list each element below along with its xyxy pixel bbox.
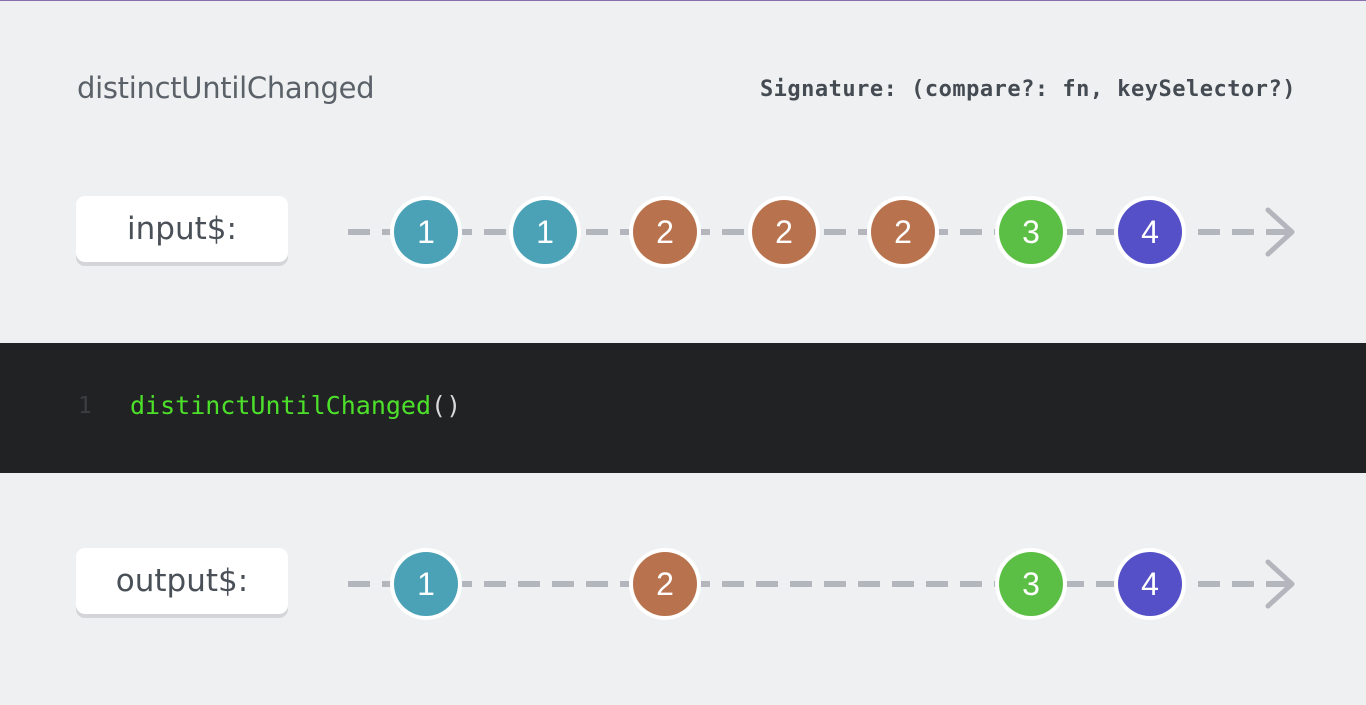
- input-marble-circle: [633, 200, 697, 264]
- output-marble-circle: [633, 552, 697, 616]
- output-marble: 2: [629, 548, 701, 620]
- output-marble-value: 2: [656, 566, 674, 602]
- code-panel: 1 distinctUntilChanged(): [0, 343, 1366, 473]
- output-marble: 1: [390, 548, 462, 620]
- output-marble-circle: [1118, 552, 1182, 616]
- code-function-name: distinctUntilChanged: [130, 391, 432, 420]
- input-marble-circle: [752, 200, 816, 264]
- output-marble-value: 4: [1141, 566, 1159, 602]
- output-marble: 4: [1114, 548, 1186, 620]
- code-line-number: 1: [78, 393, 92, 419]
- input-marble-value: 4: [1141, 214, 1159, 250]
- output-stream-label-text: output$:: [115, 563, 249, 599]
- code-parens: (): [431, 391, 462, 420]
- output-timeline: 1 2 3 4: [348, 548, 1295, 620]
- output-marble-circle: [394, 552, 458, 616]
- input-marble: 3: [995, 196, 1067, 268]
- input-marble-circle: [1118, 200, 1182, 264]
- input-marble-value: 3: [1022, 214, 1040, 250]
- input-timeline: 1 1 2 2 2 3 4: [348, 196, 1295, 268]
- output-marble: 3: [995, 548, 1067, 620]
- input-marble: 2: [867, 196, 939, 268]
- input-marble: 1: [509, 196, 581, 268]
- input-marble-value: 2: [775, 214, 793, 250]
- input-marble-circle: [394, 200, 458, 264]
- operator-signature: Signature: (compare?: fn, keySelector?): [759, 77, 1296, 102]
- input-marble-circle: [513, 200, 577, 264]
- output-stream-label: output$:: [76, 548, 288, 614]
- input-stream-label: input$:: [76, 196, 288, 262]
- operator-title: distinctUntilChanged: [77, 71, 375, 105]
- input-marble-circle: [871, 200, 935, 264]
- input-marble: 4: [1114, 196, 1186, 268]
- input-marble: 2: [748, 196, 820, 268]
- input-marble-value: 1: [536, 214, 554, 250]
- output-marble-circle: [999, 552, 1063, 616]
- input-marble-value: 1: [417, 214, 435, 250]
- input-marble: 2: [629, 196, 701, 268]
- output-marbles: 1 2 3 4: [390, 548, 1186, 620]
- input-marble-circle: [999, 200, 1063, 264]
- output-timeline-arrowhead-icon: [1265, 559, 1295, 609]
- code-line: distinctUntilChanged(): [130, 391, 461, 420]
- input-timeline-arrowhead-icon: [1265, 207, 1295, 257]
- output-marble-value: 1: [417, 566, 435, 602]
- output-marble-value: 3: [1022, 566, 1040, 602]
- input-marble-value: 2: [894, 214, 912, 250]
- input-marbles: 1 1 2 2 2 3 4: [390, 196, 1186, 268]
- input-marble-value: 2: [656, 214, 674, 250]
- input-marble: 1: [390, 196, 462, 268]
- input-stream-label-text: input$:: [127, 211, 237, 247]
